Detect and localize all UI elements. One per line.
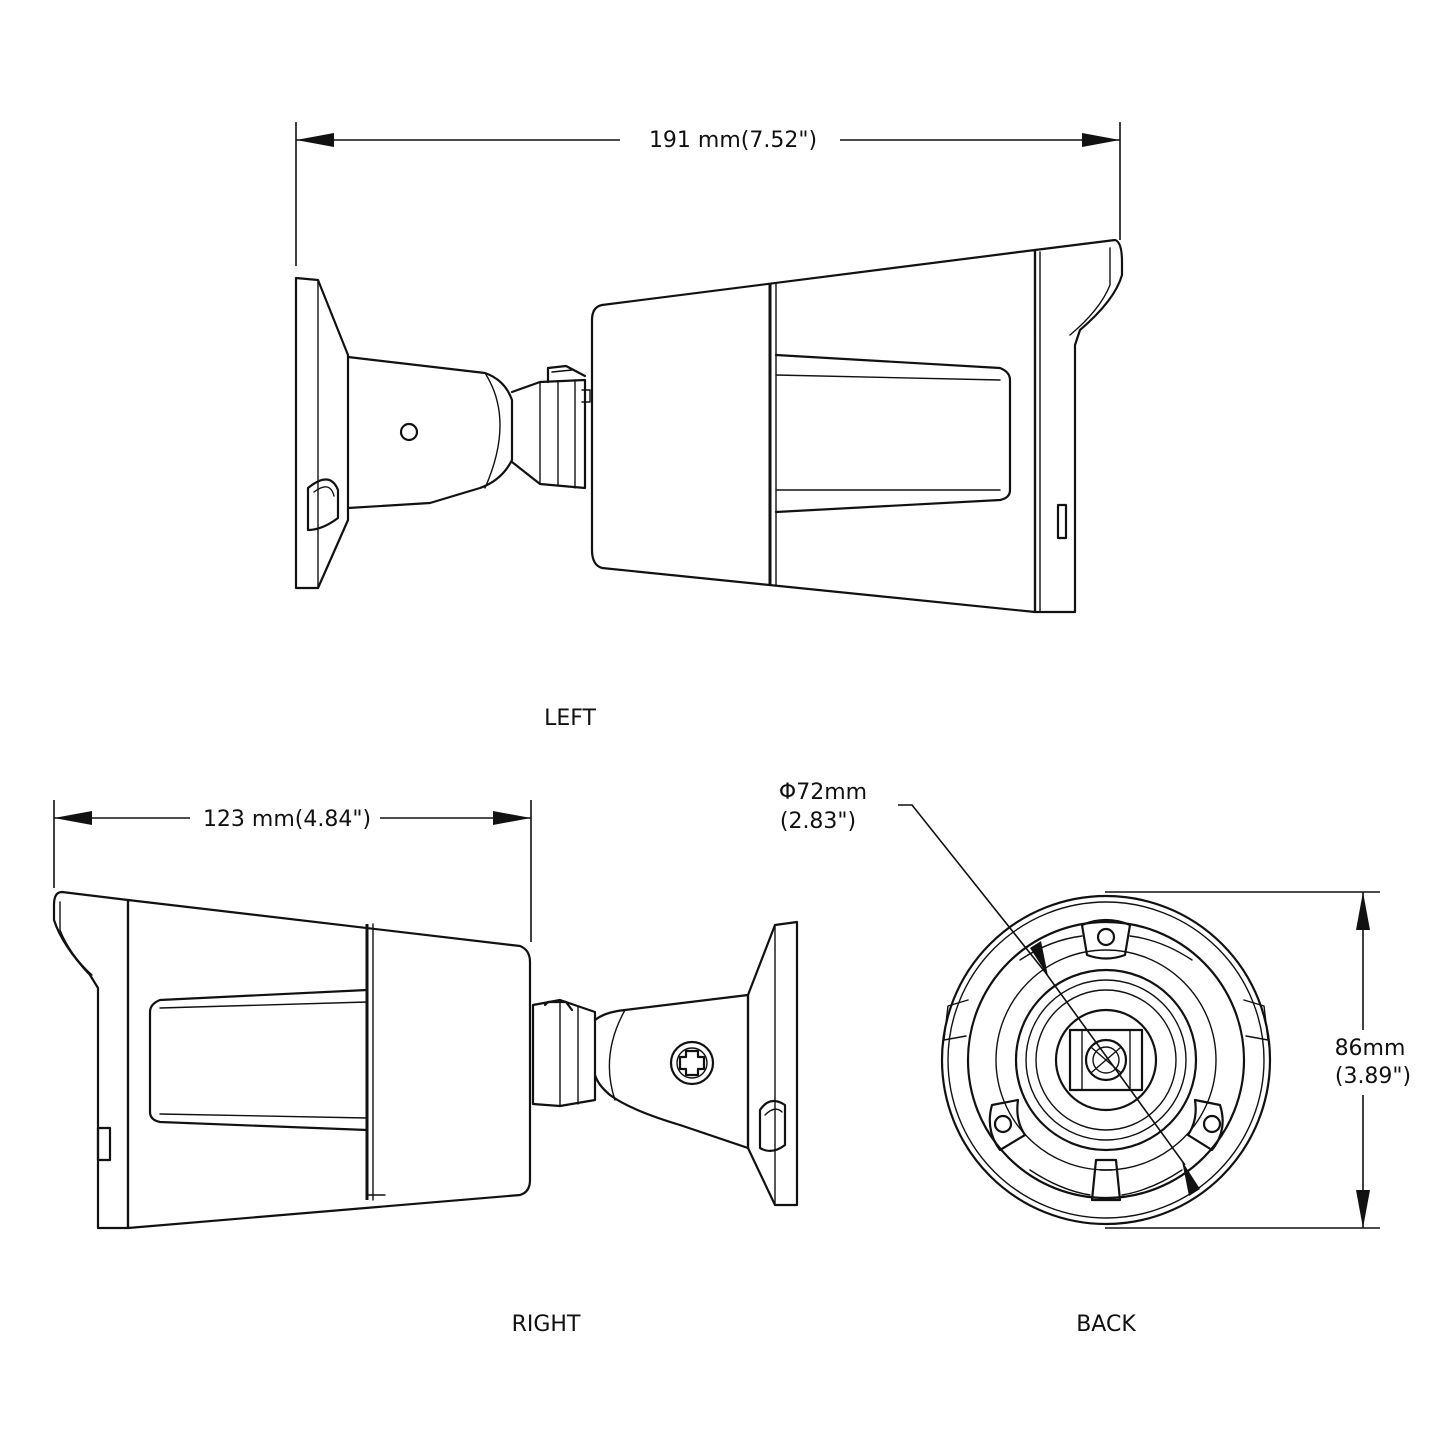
- back-view-label: BACK: [1076, 1312, 1136, 1337]
- back-view: 86mm (3.89") Φ72mm (2.83"): [779, 780, 1411, 1337]
- right-bracket-arm: [531, 993, 750, 1150]
- back-mount-tabs: [943, 918, 1269, 1196]
- diameter-in-label: (2.83"): [780, 809, 856, 834]
- left-bracket-arm: [346, 355, 591, 510]
- diameter-dimension: Φ72mm (2.83"): [779, 780, 1200, 1196]
- left-mount-base: [294, 276, 350, 590]
- back-ball-joint: [1068, 1028, 1144, 1092]
- right-mount-base: [746, 920, 799, 1207]
- body-length-label: 123 mm(4.84"): [203, 807, 371, 832]
- overall-length-label: 191 mm(7.52"): [649, 128, 817, 153]
- left-camera-body: [590, 248, 1037, 614]
- height-in-label: (3.89"): [1335, 1064, 1411, 1089]
- height-dimension: 86mm (3.89"): [1105, 891, 1411, 1229]
- mount-hole-top: [1096, 927, 1116, 947]
- right-camera-body: [126, 898, 532, 1230]
- height-mm-label: 86mm: [1335, 1036, 1406, 1061]
- diameter-mm-label: Φ72mm: [779, 780, 867, 805]
- left-view: 191 mm(7.52"): [294, 122, 1124, 731]
- body-length-dimension: 123 mm(4.84"): [53, 800, 532, 942]
- right-sunshield: [52, 890, 130, 1230]
- left-sunshield: [1033, 238, 1124, 614]
- right-view-label: RIGHT: [512, 1312, 581, 1337]
- mount-hole-left: [993, 1114, 1013, 1134]
- overall-length-dimension: 191 mm(7.52"): [295, 122, 1121, 266]
- mount-hole-right: [1202, 1114, 1222, 1134]
- left-view-label: LEFT: [544, 706, 596, 731]
- right-view: 123 mm(4.84"): [52, 800, 799, 1337]
- back-cable-tab: [1090, 1158, 1122, 1202]
